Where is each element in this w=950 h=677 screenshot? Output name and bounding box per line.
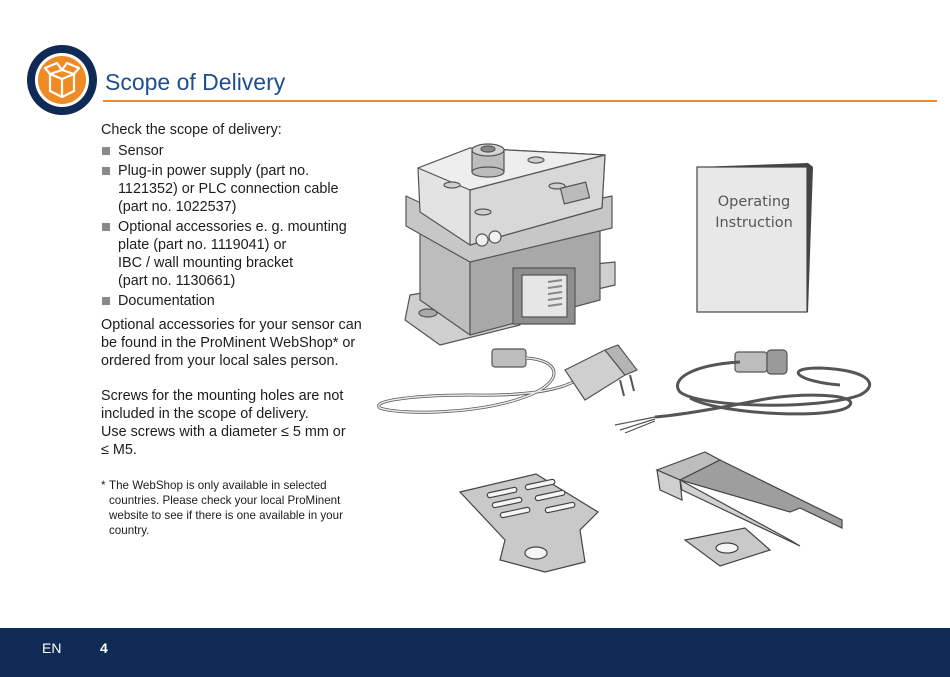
bullet-square-icon <box>102 167 110 175</box>
body-text: Check the scope of delivery: Sensor Plug… <box>101 121 371 459</box>
wall-bracket-illustration <box>655 451 843 567</box>
bullet-square-icon <box>102 223 110 231</box>
bullet-square-icon <box>102 297 110 305</box>
accessories-paragraph: Optional accessories for your sensor can… <box>101 317 362 369</box>
list-item: Sensor <box>101 142 371 160</box>
page-number: 4 <box>100 640 108 656</box>
footnote: * The WebShop is only available in selec… <box>101 479 343 537</box>
mounting-plate-illustration <box>458 473 599 573</box>
bullet-square-icon <box>102 147 110 155</box>
svg-text:Instruction: Instruction <box>715 215 793 231</box>
open-box-icon <box>27 45 97 115</box>
list-item: Plug-in power supply (part no.1121352) o… <box>101 162 371 216</box>
operating-instructions-illustration: Operating Instruction <box>696 163 813 313</box>
plc-cable-illustration <box>614 349 872 434</box>
power-supply-illustration <box>377 344 638 414</box>
delivery-list: Sensor Plug-in power supply (part no.112… <box>101 142 371 310</box>
page-footer: EN 4 <box>0 628 950 677</box>
page-title: Scope of Delivery <box>105 69 286 95</box>
footnote-marker: * <box>101 479 106 492</box>
intro-text: Check the scope of delivery: <box>101 122 282 138</box>
delivery-illustration: Operating Instruction <box>377 143 872 573</box>
language-code: EN <box>42 640 62 656</box>
svg-text:Operating: Operating <box>718 194 791 210</box>
list-item: Documentation <box>101 292 371 310</box>
sensor-illustration <box>404 143 616 346</box>
title-divider <box>103 100 937 102</box>
